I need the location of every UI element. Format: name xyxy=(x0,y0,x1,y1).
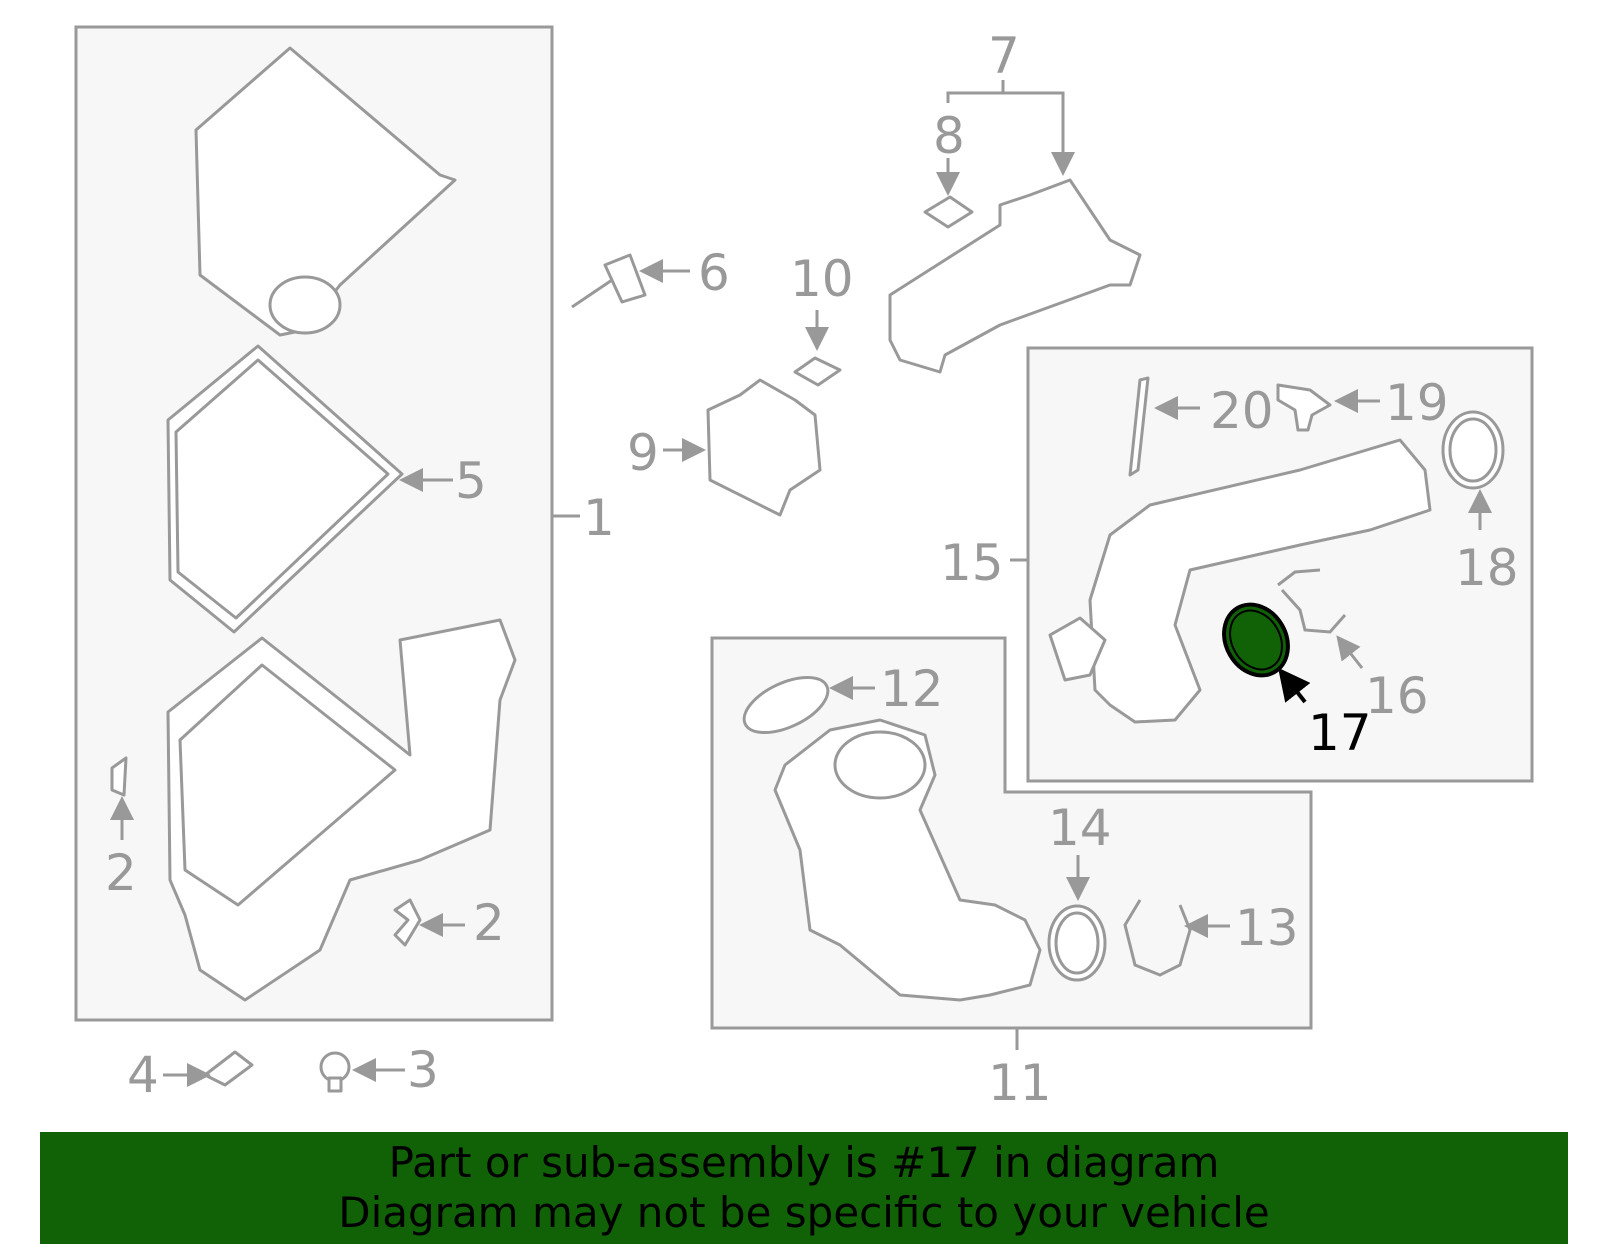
callout-13: 13 xyxy=(1235,899,1299,957)
part-11-outlet-duct xyxy=(773,718,1042,1002)
callout-19: 19 xyxy=(1385,374,1449,432)
clip-part-2-left xyxy=(110,756,128,797)
part-7-resonator xyxy=(888,178,1142,374)
callout-14: 14 xyxy=(1048,799,1112,857)
part-19-sensor xyxy=(1276,383,1332,432)
callout-10: 10 xyxy=(790,250,854,308)
callout-12: 12 xyxy=(880,660,944,718)
callout-3: 3 xyxy=(407,1041,439,1099)
part-11-duct-inlet xyxy=(833,730,927,800)
part-9-bracket xyxy=(706,378,822,517)
callout-20: 20 xyxy=(1210,382,1274,440)
part-18-seal-inner xyxy=(1448,417,1498,483)
part-15-intake-duct xyxy=(1088,438,1432,724)
callout-5: 5 xyxy=(455,452,487,510)
part-6-sensor xyxy=(603,253,647,304)
clip-part-2-right xyxy=(393,898,422,947)
banner-part-info: Part or sub-assembly is #17 in diagram xyxy=(388,1138,1220,1187)
part-8-pad xyxy=(923,195,974,229)
callout-1: 1 xyxy=(583,489,615,547)
callout-4: 4 xyxy=(127,1046,159,1104)
part-4-nut xyxy=(203,1050,254,1087)
air-cleaner-cover-outlet xyxy=(268,275,342,335)
air-filter-inner xyxy=(174,358,390,620)
lower-housing-interior xyxy=(178,663,397,907)
callout-9: 9 xyxy=(627,424,659,482)
part-10-pad xyxy=(793,356,842,387)
callout-17[interactable]: 17 xyxy=(1308,704,1372,762)
part-15-duct-bracket xyxy=(1048,616,1107,682)
part-16-clip xyxy=(1277,568,1347,634)
part-20-sensor xyxy=(1128,376,1150,477)
callout-2-right: 2 xyxy=(473,894,505,952)
callout-15: 15 xyxy=(940,534,1004,592)
callout-8: 8 xyxy=(933,107,965,165)
info-banner: Part or sub-assembly is #17 in diagram D… xyxy=(40,1132,1568,1244)
callout-7: 7 xyxy=(988,27,1020,85)
air-cleaner-cover xyxy=(194,46,457,337)
banner-disclaimer: Diagram may not be specific to your vehi… xyxy=(338,1188,1270,1237)
callout-18: 18 xyxy=(1455,539,1519,597)
leader-lines xyxy=(110,80,1492,1087)
part-6-sensor-stem xyxy=(571,278,613,309)
callout-2-left: 2 xyxy=(105,844,137,902)
callout-11: 11 xyxy=(988,1054,1052,1112)
callout-6: 6 xyxy=(698,244,730,302)
part-12-clamp xyxy=(742,675,830,735)
part-14-seal-inner xyxy=(1054,911,1100,975)
part-17-seal-inner xyxy=(1229,609,1283,671)
callout-16: 16 xyxy=(1365,667,1429,725)
part-3-grommet-stem xyxy=(327,1076,343,1093)
